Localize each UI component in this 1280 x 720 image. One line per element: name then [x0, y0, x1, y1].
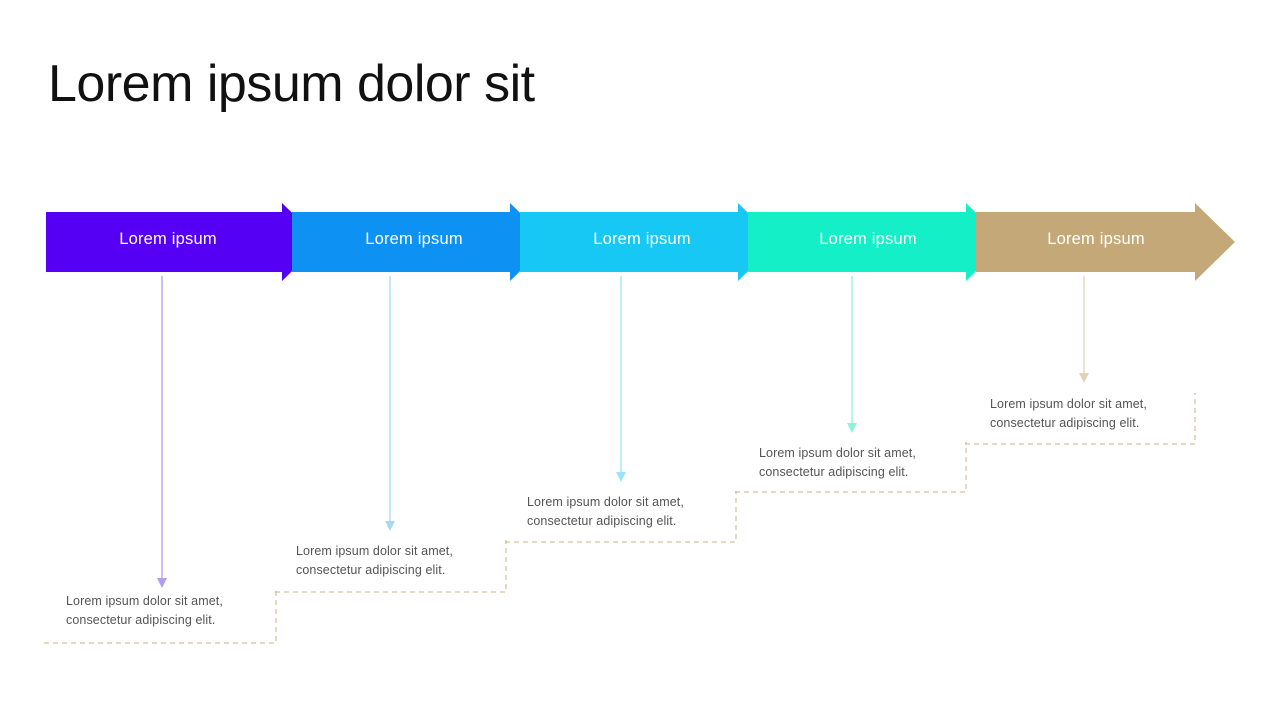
caption-4: Lorem ipsum dolor sit amet, consectetur … — [759, 444, 916, 481]
chevron-2[interactable] — [292, 203, 550, 281]
caption-line-1: Lorem ipsum dolor sit amet, — [296, 544, 453, 558]
stage-label-1: Lorem ipsum — [119, 230, 217, 248]
caption-line-1: Lorem ipsum dolor sit amet, — [527, 495, 684, 509]
caption-3: Lorem ipsum dolor sit amet, consectetur … — [527, 493, 684, 530]
process-arrow-band — [0, 0, 1280, 281]
page-title: Lorem ipsum dolor sit — [48, 55, 535, 113]
chevron-3[interactable] — [520, 203, 778, 281]
caption-line-2: consectetur adipiscing elit. — [759, 464, 909, 479]
stage-label-2: Lorem ipsum — [365, 230, 463, 248]
caption-line-1: Lorem ipsum dolor sit amet, — [990, 397, 1147, 411]
chevron-4[interactable] — [748, 203, 1006, 281]
stage-label-5: Lorem ipsum — [1047, 230, 1145, 248]
caption-line-1: Lorem ipsum dolor sit amet, — [759, 446, 916, 460]
chevron-5[interactable] — [976, 203, 1235, 281]
chevron-1[interactable] — [46, 203, 322, 281]
caption-5: Lorem ipsum dolor sit amet, consectetur … — [990, 395, 1147, 432]
caption-line-1: Lorem ipsum dolor sit amet, — [66, 594, 223, 608]
stage-label-4: Lorem ipsum — [819, 230, 917, 248]
caption-line-2: consectetur adipiscing elit. — [990, 415, 1140, 430]
caption-line-2: consectetur adipiscing elit. — [66, 612, 216, 627]
caption-line-2: consectetur adipiscing elit. — [527, 513, 677, 528]
caption-2: Lorem ipsum dolor sit amet, consectetur … — [296, 542, 453, 579]
caption-1: Lorem ipsum dolor sit amet, consectetur … — [66, 592, 223, 629]
stage-label-3: Lorem ipsum — [593, 230, 691, 248]
caption-line-2: consectetur adipiscing elit. — [296, 562, 446, 577]
